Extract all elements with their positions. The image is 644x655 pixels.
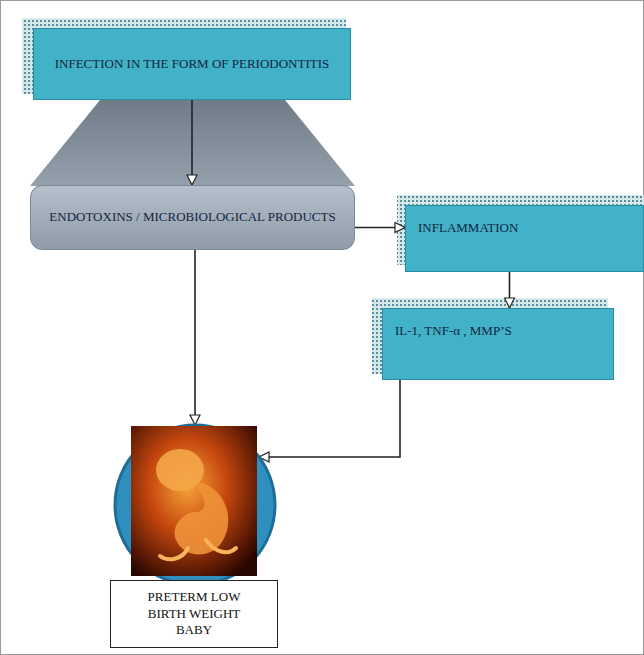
fetus-body	[175, 482, 229, 555]
fetus-head	[156, 449, 204, 491]
process-box: INFECTION IN THE FORM OF PERIODONTITIS	[33, 28, 351, 100]
node-text: PRETERM LOW BIRTH WEIGHT BABY	[141, 589, 247, 640]
node-text: INFLAMMATION	[418, 220, 518, 237]
circle-outline	[113, 423, 277, 587]
fetus-limb	[206, 540, 236, 552]
arrow-connector	[191, 100, 193, 185]
node-text: INFECTION IN THE FORM OF PERIODONTITIS	[55, 56, 330, 73]
label-box: PRETERM LOW BIRTH WEIGHT BABY	[110, 580, 278, 648]
process-box: ENDOTOXINS / MICROBIOLOGICAL PRODUCTS	[30, 185, 355, 250]
arrow-connector	[509, 272, 511, 308]
node-text: IL-1, TNF-α , MMP’S	[395, 323, 512, 340]
outcome-circle: PRETERM LOW BIRTH WEIGHT BABY	[113, 423, 277, 587]
fetus-photo	[131, 426, 257, 576]
circle-shape	[115, 425, 275, 585]
funnel-shape	[30, 100, 355, 186]
process-box: INFLAMMATION	[405, 205, 644, 272]
node-text: ENDOTOXINS / MICROBIOLOGICAL PRODUCTS	[49, 209, 335, 226]
process-box: IL-1, TNF-α , MMP’S	[382, 308, 614, 380]
arrow-connector	[194, 250, 196, 425]
fetus-limb	[160, 548, 188, 559]
arrow-connector	[259, 380, 400, 457]
arrow-connector	[355, 227, 405, 229]
